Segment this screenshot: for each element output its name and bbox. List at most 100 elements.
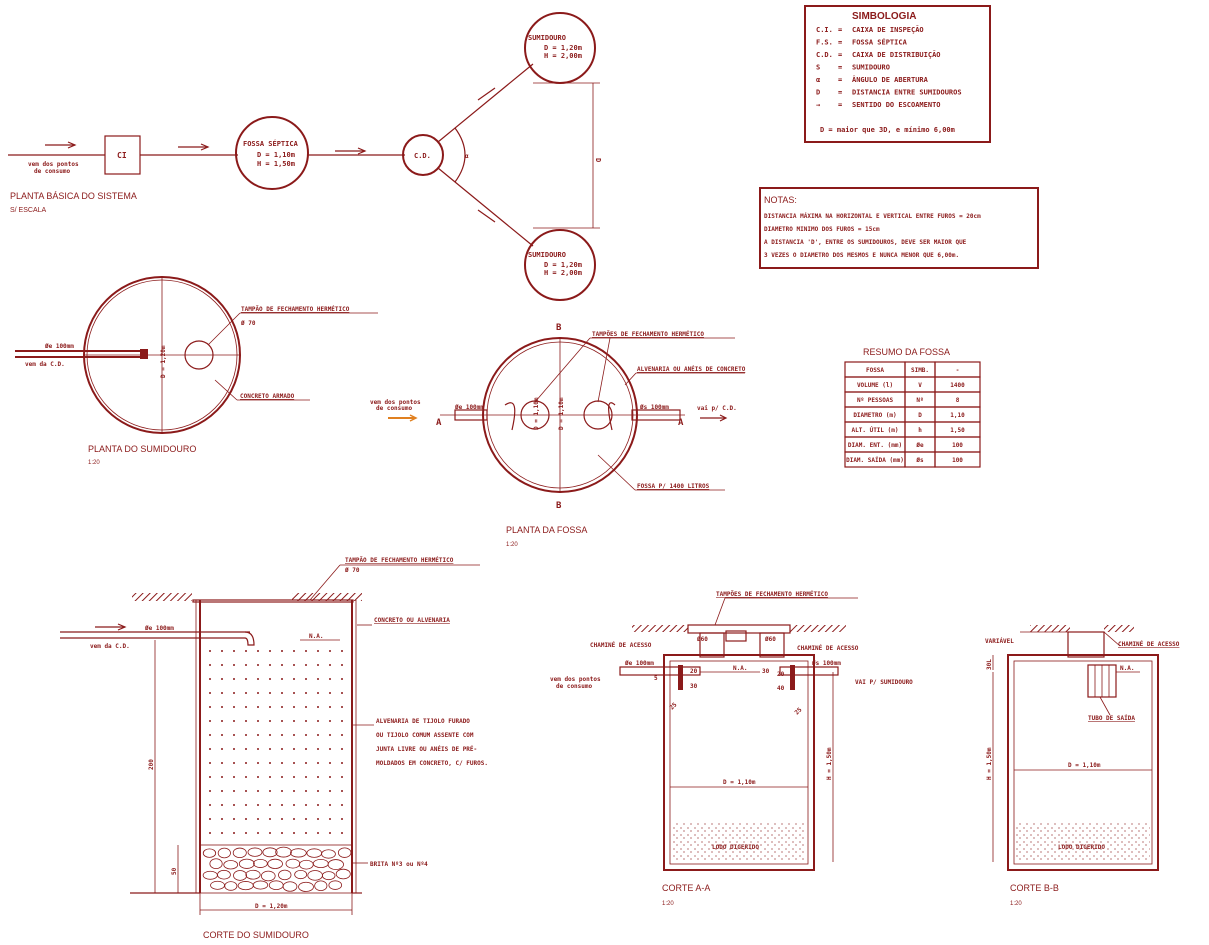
cs-pipe: Øe 100mm	[144, 625, 174, 632]
planta-sumidouro: Øe 100mm vem da C.D. D = 1,20m TAMPÃO DE…	[15, 276, 378, 466]
cs-tampao-d: Ø 70	[344, 567, 360, 574]
cs-from: vem da C.D.	[90, 643, 130, 650]
gravel-stone	[337, 847, 352, 858]
resumo-cell: h	[918, 427, 922, 434]
cbb-chamine: CHAMINÉ DE ACESSO	[1118, 640, 1180, 648]
simbologia-eq: =	[838, 101, 842, 109]
caa-h: H = 1,50m	[826, 747, 833, 780]
ps-scale: 1:20	[88, 460, 100, 466]
resumo-cell: D	[918, 412, 922, 419]
gravel-stone	[290, 848, 307, 858]
gravel-stone	[321, 849, 336, 859]
pf-section-b2: B	[556, 501, 562, 511]
notas-box: NOTAS: DISTANCIA MÁXIMA NA HORIZONTAL E …	[759, 187, 1039, 269]
simbologia-desc: CAIXA DE INSPEÇÃO	[852, 25, 924, 34]
resumo-cell-box	[934, 451, 981, 468]
simbologia-code: C.I.	[816, 26, 833, 34]
fossa-label: FOSSA SÉPTICA	[243, 139, 299, 148]
simbologia-desc: ÂNGULO DE ABERTURA	[852, 75, 929, 84]
simbologia-eq: =	[838, 51, 842, 59]
resumo-title: RESUMO DA FOSSA	[863, 347, 950, 357]
caa-scale: 1:20	[662, 901, 674, 907]
resumo-cell: V	[918, 382, 922, 389]
cbb-tubo: TUBO DE SAÍDA	[1088, 714, 1135, 722]
cs-alv2: OU TIJOLO COMUM ASSENTE COM	[376, 732, 474, 739]
fossa-d: D = 1,10m	[257, 151, 295, 159]
caa-o60a: Ø60	[696, 636, 708, 643]
simbologia-eq: =	[838, 26, 842, 34]
cbb-lodo: LODO DIGERIDO	[1058, 844, 1105, 851]
gravel-stone	[224, 881, 238, 891]
gravel-stone	[282, 881, 298, 892]
gravel-stone	[267, 858, 283, 869]
gravel-stone	[260, 870, 276, 882]
planta-basica-title: PLANTA BÁSICA DO SISTEMA	[10, 191, 137, 201]
simbologia-desc: SENTIDO DO ESCOAMENTO	[852, 101, 941, 109]
simbologia-desc: FOSSA SÉPTICA	[852, 38, 908, 47]
sum2-d: D = 1,20m	[544, 261, 582, 269]
pf-fossa: FOSSA P/ 1400 LITROS	[637, 483, 710, 490]
resumo-cell: Øs	[915, 457, 924, 464]
cs-concreto: CONCRETO OU ALVENARIA	[374, 617, 450, 624]
ci-label: CI	[117, 151, 127, 160]
ps-from: vem da C.D.	[25, 361, 65, 368]
cs-alv4: MOLDADOS EM CONCRETO, C/ FUROS.	[376, 760, 488, 767]
planta-basica: vem dos pontos de consumo CI FOSSA SÉPTI…	[8, 12, 602, 301]
cbb-title: CORTE B-B	[1010, 883, 1059, 893]
cbb-scale: 1:20	[1010, 901, 1022, 907]
resumo-header-cell: SIMB.	[911, 367, 929, 374]
gravel-stone	[312, 858, 329, 869]
resumo-cell: DIAM. SAÍDA (mm)	[846, 456, 904, 464]
gravel-stone	[210, 880, 225, 890]
fossa-h: H = 1,50m	[257, 160, 295, 168]
pf-section-a1: A	[436, 418, 442, 428]
gravel-stone	[327, 859, 344, 870]
caa-lodo: LODO DIGERIDO	[712, 844, 759, 851]
gravel-stone	[298, 881, 314, 892]
planta-basica-scale: S/ ESCALA	[10, 207, 47, 214]
gravel-stone	[238, 858, 255, 869]
gravel-stone	[306, 848, 323, 858]
ps-pipe: Øe 100mm	[44, 343, 74, 350]
gravel-stone	[275, 846, 292, 858]
sum1-label: SUMIDOURO	[528, 34, 566, 42]
gravel-stone	[299, 859, 314, 870]
caa-pipe-in: Øe 100mm	[624, 660, 654, 667]
resumo-cell: Nº PESSOAS	[857, 397, 894, 404]
sum2-h: H = 2,00m	[544, 269, 582, 277]
gravel-stone	[209, 858, 223, 870]
gravel-stone	[307, 870, 323, 881]
cs-title: CORTE DO SUMIDOURO	[203, 930, 309, 940]
notas-line: DIAMETRO MINIMO DOS FUROS = 15cm	[764, 226, 880, 233]
cd-label: C.D.	[414, 152, 431, 160]
caa-out: VAI P/ SUMIDOURO	[855, 679, 913, 686]
corte-aa: N.A. TAMPÕES DE FECHAMENTO HERMÉTICO CHA…	[550, 590, 913, 907]
gravel-stone	[285, 858, 301, 869]
pf-section-b1: B	[556, 323, 562, 333]
simbologia-rule: D = maior que 3D, e mínimo 6,00m	[820, 126, 955, 134]
simbologia-code: α	[816, 76, 820, 84]
caa-n25b: 25	[793, 706, 803, 716]
notas-line: 3 VEZES O DIAMETRO DOS MESMOS E NUNCA ME…	[764, 252, 959, 259]
inlet-text-2: de consumo	[34, 168, 71, 175]
gravel-stone	[233, 870, 247, 881]
simbologia-eq: =	[838, 39, 842, 47]
pf-title: PLANTA DA FOSSA	[506, 525, 587, 535]
alpha-label: α	[465, 153, 469, 160]
notas-line: DISTANCIA MÁXIMA NA HORIZONTAL E VERTICA…	[764, 213, 981, 220]
gravel-stone	[253, 858, 268, 868]
resumo-cell: DIAM. ENT. (mm)	[848, 442, 902, 449]
cs-brita: BRITA Nº3 ou Nº4	[370, 861, 428, 868]
pf-dim2: D = 1,10m	[558, 397, 565, 430]
cs-alv3: JUNTA LIVRE OU ANÉIS DE PRÉ-	[376, 745, 477, 753]
gravel-stone	[252, 880, 269, 890]
cs-h: 200	[148, 759, 155, 770]
ps-title: PLANTA DO SUMIDOURO	[88, 444, 196, 454]
cs-tampao: TAMPÃO DE FECHAMENTO HERMÉTICO	[345, 556, 454, 564]
gravel-stone	[262, 847, 278, 858]
caa-n30b: 30	[762, 668, 770, 675]
pf-section-a2: A	[678, 418, 684, 428]
gravel-stone	[217, 847, 231, 859]
resumo-header-cell: -	[956, 367, 960, 374]
